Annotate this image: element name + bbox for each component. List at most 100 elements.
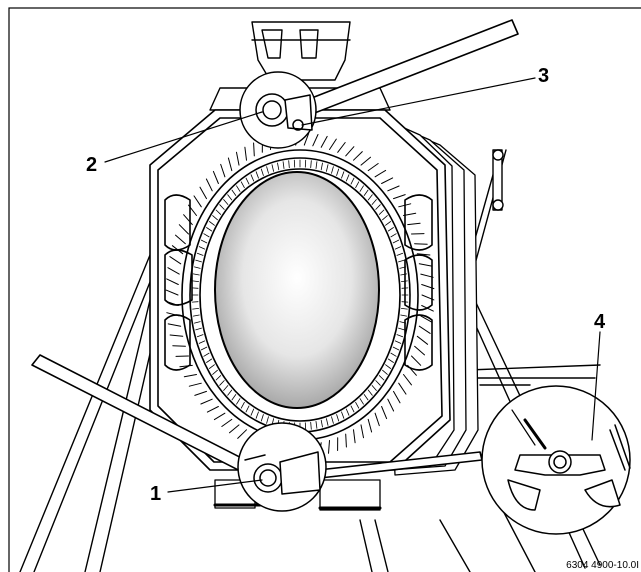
inner-fin-stroke [400, 273, 408, 276]
right-tie-rod [479, 149, 531, 386]
fin-stroke [221, 418, 233, 427]
inner-fin-stroke [288, 160, 290, 169]
inner-fin-stroke [227, 389, 233, 396]
inner-fin-stroke [196, 252, 204, 256]
fin-stroke [411, 355, 422, 366]
inner-fin-stroke [396, 334, 404, 338]
inner-fin-stroke [345, 408, 350, 416]
inner-fin-stroke [387, 227, 394, 232]
inner-fin-stroke [240, 181, 245, 189]
inner-fin-stroke [315, 161, 318, 170]
inner-fin-stroke [215, 209, 222, 215]
inner-fin-stroke [341, 171, 345, 179]
fin-stroke [398, 203, 412, 208]
fin-stroke [360, 424, 364, 439]
inner-fin-stroke [367, 194, 373, 201]
fin-stroke [320, 135, 328, 148]
inner-fin-stroke [231, 189, 237, 196]
fin-stroke [166, 312, 180, 317]
inner-fin-stroke [271, 164, 275, 172]
callout-4: 4 [594, 311, 606, 333]
inner-fin-stroke [196, 334, 204, 338]
fin-stroke [416, 335, 429, 345]
inner-fin-stroke [192, 314, 200, 317]
inner-fin-stroke [382, 215, 388, 221]
inner-fin-stroke [320, 162, 323, 171]
inner-fin-stroke [282, 161, 285, 170]
inner-fin-stroke [206, 358, 213, 363]
inner-fin-stroke [208, 364, 215, 369]
fin-stroke [213, 412, 226, 421]
inner-fin-stroke [331, 416, 334, 424]
inner-fin-stroke [266, 416, 269, 424]
inner-fin-stroke [331, 166, 334, 174]
inner-fin-stroke [336, 414, 340, 422]
fin-stroke [367, 163, 379, 172]
fin-stroke [199, 186, 207, 200]
fin-stroke [167, 267, 180, 275]
fin-stroke [387, 398, 395, 412]
inner-fin-stroke [363, 394, 369, 401]
fin-stroke [420, 273, 434, 278]
sight-glass [214, 171, 380, 409]
inner-fin-stroke [223, 385, 229, 391]
fin-stroke [421, 294, 435, 301]
fin-stroke [416, 253, 431, 256]
inner-fin-stroke [203, 233, 210, 238]
inner-fin-stroke [277, 162, 280, 171]
inner-fin-stroke [320, 419, 323, 428]
fin-stroke [421, 305, 434, 312]
inner-fin-stroke [359, 398, 364, 405]
fin-stroke [165, 300, 179, 306]
fin-stroke [418, 325, 431, 334]
upper-tie-rod-nut [239, 71, 317, 149]
inner-fin-stroke [212, 369, 218, 375]
inner-fin-stroke [375, 204, 381, 210]
fin-stroke [367, 418, 373, 433]
fin-stroke [167, 323, 182, 327]
inner-fin-stroke [310, 421, 312, 430]
handling-bars [31, 19, 519, 481]
inner-fin-stroke [255, 171, 259, 179]
inner-fin-stroke [385, 364, 392, 369]
inner-fin-stroke [215, 375, 222, 381]
inner-fin-stroke [240, 401, 245, 409]
fin-stroke [165, 289, 179, 296]
inner-fin-stroke [375, 380, 381, 386]
fin-stroke [171, 245, 184, 255]
inner-fin-stroke [315, 420, 318, 429]
fin-stroke [175, 234, 186, 245]
fin-stroke [166, 278, 179, 285]
fin-stroke [418, 263, 433, 267]
inner-fin-stroke [325, 418, 329, 426]
fin-stroke [337, 142, 346, 153]
inner-fin-stroke [394, 246, 402, 250]
fin-stroke [236, 151, 240, 166]
inner-fin-stroke [219, 380, 225, 386]
inner-fin-stroke [250, 408, 255, 416]
fin-stroke [206, 406, 219, 413]
inner-fin-stroke [382, 369, 388, 375]
callout-2: 2 [86, 154, 98, 176]
inner-fin-stroke [371, 199, 377, 205]
inner-fin-stroke [212, 215, 218, 221]
inner-fin-stroke [390, 233, 397, 238]
fin-stroke [303, 132, 310, 146]
inner-fin-stroke [325, 164, 329, 172]
fin-stroke [212, 170, 219, 184]
fin-stroke [178, 224, 189, 235]
inner-fin-stroke [250, 174, 255, 182]
inset-detail [481, 385, 631, 535]
inner-fin-stroke [260, 414, 264, 422]
inner-fin-stroke [355, 181, 360, 189]
inner-fin-stroke [378, 375, 385, 381]
callout-1: 1 [150, 483, 162, 505]
fin-stroke [353, 429, 356, 444]
inner-fin-stroke [390, 352, 397, 357]
fin-stroke [407, 364, 417, 376]
fin-stroke [169, 334, 184, 337]
fin-stroke [220, 163, 226, 178]
inner-fin-stroke [266, 166, 269, 174]
inner-fin-stroke [378, 209, 385, 215]
